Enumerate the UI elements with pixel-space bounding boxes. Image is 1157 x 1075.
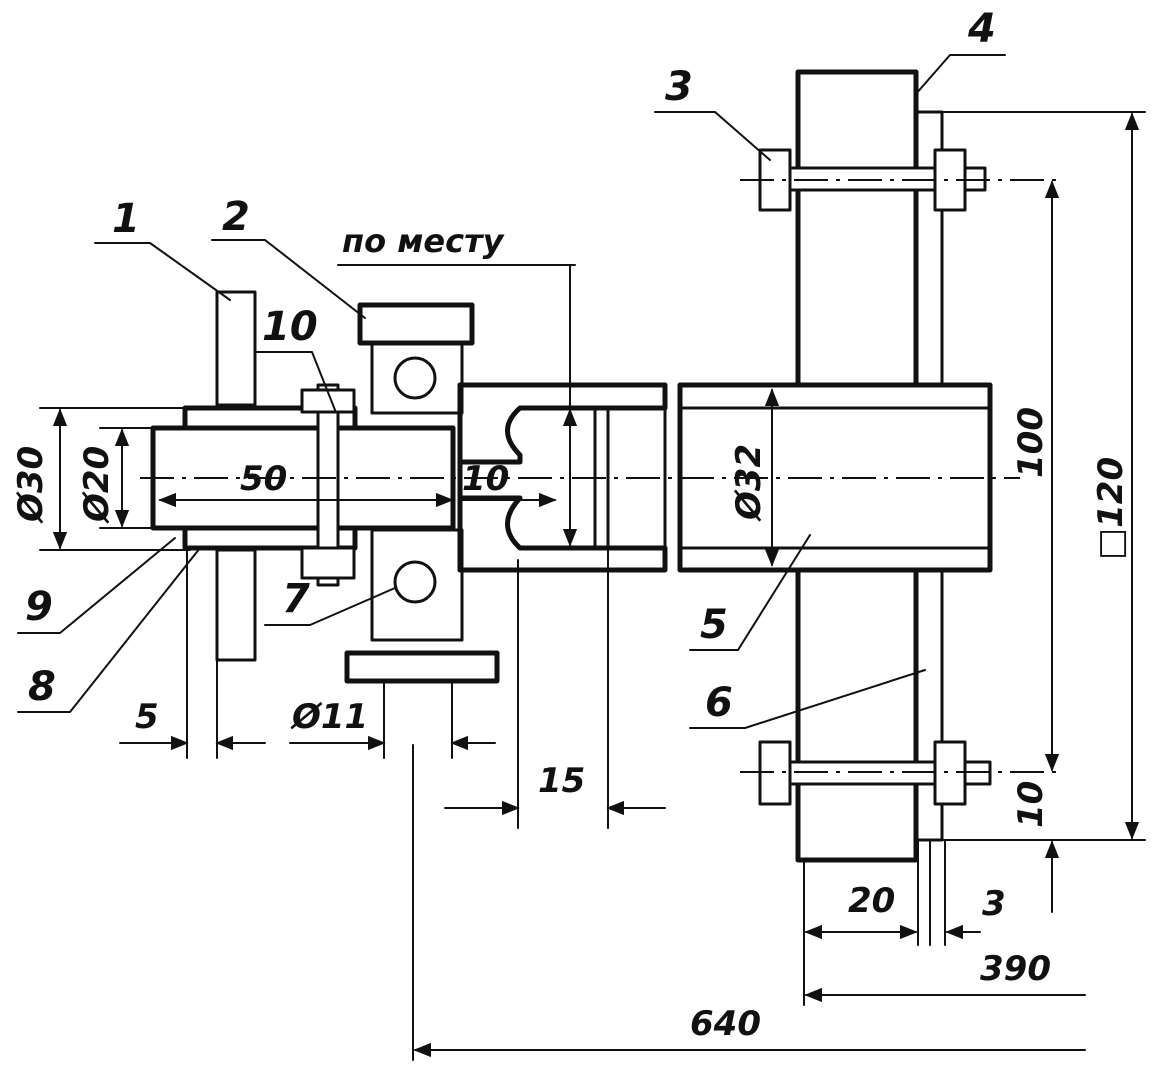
part-7-coupling [457, 382, 668, 465]
dim-d30: Ø30 [11, 446, 51, 524]
part-4-wooden-block-lower [795, 567, 919, 863]
label-2: 2 [222, 194, 250, 240]
dim-d20: Ø20 [77, 446, 117, 524]
label-8: 8 [28, 664, 56, 710]
dimension-lines [39, 111, 1146, 1061]
part-1-plate-lower [215, 548, 257, 662]
label-7: 7 [282, 576, 310, 622]
label-1: 1 [112, 196, 140, 242]
part-2-bearing-housing [357, 302, 475, 346]
base-plate [344, 650, 500, 684]
bearing-ball-bottom [393, 560, 437, 604]
bearing-ball-top [393, 356, 437, 400]
dim-len20: 20 [848, 881, 895, 921]
dim-len15: 15 [538, 761, 585, 801]
dim-len3: 3 [982, 884, 1006, 924]
part-10-bolt [316, 383, 340, 587]
dim-len390: 390 [980, 949, 1051, 989]
label-9: 9 [25, 584, 53, 630]
dim-h100: 100 [1011, 407, 1051, 478]
label-4: 4 [967, 6, 996, 52]
dim-h10: 10 [1011, 781, 1051, 828]
note-po-mestu: по месту [342, 222, 505, 260]
dim-d11: Ø11 [290, 697, 368, 737]
dim-len640: 640 [690, 1004, 761, 1044]
dim-len5: 5 [135, 697, 159, 737]
part-4-wooden-block-upper [795, 69, 919, 393]
dimension-labels: Ø30 Ø20 Ø32 50 10 5 Ø11 15 20 3 390 640 … [11, 407, 1131, 1044]
dim-len50: 50 [240, 459, 287, 499]
right-assembly [677, 69, 993, 863]
dim-d32: Ø32 [729, 444, 769, 522]
part-3-bolt-top [758, 148, 987, 212]
dim-h120: □120 [1091, 457, 1131, 560]
leader-lines [17, 54, 1006, 729]
part-8-bushing [182, 405, 358, 431]
left-assembly [150, 290, 668, 684]
part-5-pipe [677, 382, 993, 573]
dim-len10: 10 [462, 459, 509, 499]
label-10: 10 [262, 304, 318, 350]
label-6: 6 [705, 680, 733, 726]
label-5: 5 [700, 602, 728, 648]
part-labels: 1 2 3 4 5 6 7 8 9 10 по месту [25, 6, 996, 726]
label-3: 3 [665, 64, 693, 110]
part-1-plate-upper [215, 290, 257, 407]
